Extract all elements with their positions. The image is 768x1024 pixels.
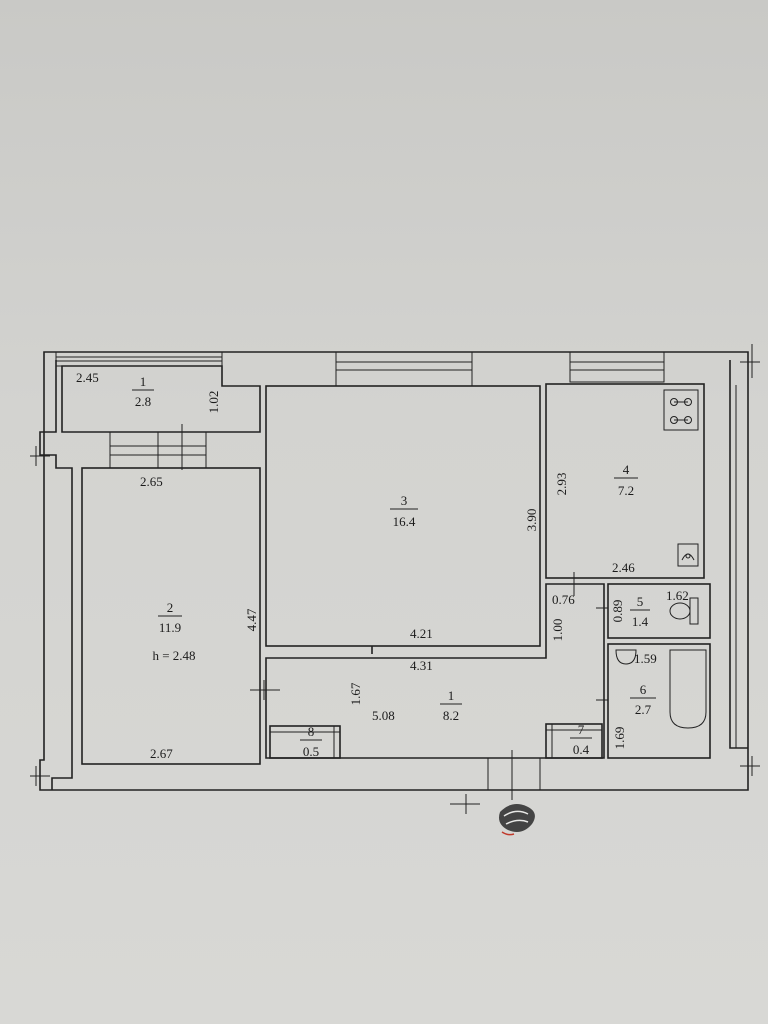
dim-bath-width: 1.59 bbox=[634, 651, 657, 666]
window-room-2 bbox=[109, 431, 207, 469]
sink-icon bbox=[677, 543, 699, 567]
room-2-area: 11.9 bbox=[159, 620, 181, 635]
window-kitchen bbox=[569, 351, 665, 383]
dim-kitchen-bottom: 2.46 bbox=[612, 560, 635, 575]
dim-room3-side: 3.90 bbox=[524, 509, 539, 532]
balcony-outline bbox=[61, 365, 261, 433]
room-7-area: 0.4 bbox=[573, 742, 590, 757]
redaction-mark bbox=[499, 804, 535, 836]
dim-hall-top: 4.31 bbox=[410, 658, 433, 673]
room-2-height: h = 2.48 bbox=[152, 648, 195, 663]
room-1-area: 2.8 bbox=[135, 394, 151, 409]
hall-outline bbox=[265, 583, 605, 759]
dim-balcony-depth: 1.02 bbox=[206, 391, 221, 414]
room-6-outline bbox=[607, 643, 711, 759]
wall-tick-marks bbox=[30, 344, 760, 814]
window-room-3 bbox=[335, 351, 473, 387]
room-3-outline bbox=[265, 385, 541, 647]
dim-wc-width: 1.62 bbox=[666, 588, 689, 603]
room-7-number: 7 bbox=[578, 722, 585, 737]
dim-balcony-width: 2.45 bbox=[76, 370, 99, 385]
outer-walls bbox=[39, 351, 749, 791]
room-2-outline bbox=[81, 467, 261, 765]
dim-hall-end: 1.00 bbox=[550, 619, 565, 642]
window-balcony bbox=[55, 351, 223, 367]
dim-hall-side: 1.67 bbox=[348, 682, 363, 705]
room-6-area: 2.7 bbox=[635, 702, 652, 717]
room-1-number: 1 bbox=[140, 374, 147, 389]
washbasin-icon bbox=[615, 649, 637, 665]
dim-room2-bottom: 2.67 bbox=[150, 746, 173, 761]
dim-room2-top: 2.65 bbox=[140, 474, 163, 489]
bathtub-icon bbox=[669, 649, 707, 729]
room-4-outline bbox=[545, 383, 705, 579]
entrance-door bbox=[487, 750, 541, 800]
room-8-number: 8 bbox=[308, 724, 315, 739]
room-2-number: 2 bbox=[167, 600, 174, 615]
dim-room3-bottom: 4.21 bbox=[410, 626, 433, 641]
room-3-number: 3 bbox=[401, 493, 408, 508]
hall-number: 1 bbox=[448, 688, 455, 703]
dim-hall-notch: 0.76 bbox=[552, 592, 575, 607]
dim-bath-depth: 1.69 bbox=[612, 727, 627, 750]
room-5-number: 5 bbox=[637, 594, 644, 609]
room-4-number: 4 bbox=[623, 462, 630, 477]
dim-kitchen-side: 2.93 bbox=[554, 473, 569, 496]
toilet-icon bbox=[669, 597, 699, 625]
dim-room2-side: 4.47 bbox=[244, 608, 259, 631]
room-8-area: 0.5 bbox=[303, 744, 319, 759]
room-8-outline bbox=[269, 725, 341, 759]
hall-area: 8.2 bbox=[443, 708, 459, 723]
fraction-bars bbox=[132, 389, 656, 741]
room-5-outline bbox=[607, 583, 711, 639]
room-6-number: 6 bbox=[640, 682, 647, 697]
room-3-area: 16.4 bbox=[393, 514, 416, 529]
dim-hall-length: 5.08 bbox=[372, 708, 395, 723]
room-5-area: 1.4 bbox=[632, 614, 649, 629]
stove-icon bbox=[663, 389, 699, 431]
dim-wc-depth: 0.89 bbox=[610, 600, 625, 623]
room-7-outline bbox=[545, 723, 603, 759]
room-4-area: 7.2 bbox=[618, 483, 634, 498]
